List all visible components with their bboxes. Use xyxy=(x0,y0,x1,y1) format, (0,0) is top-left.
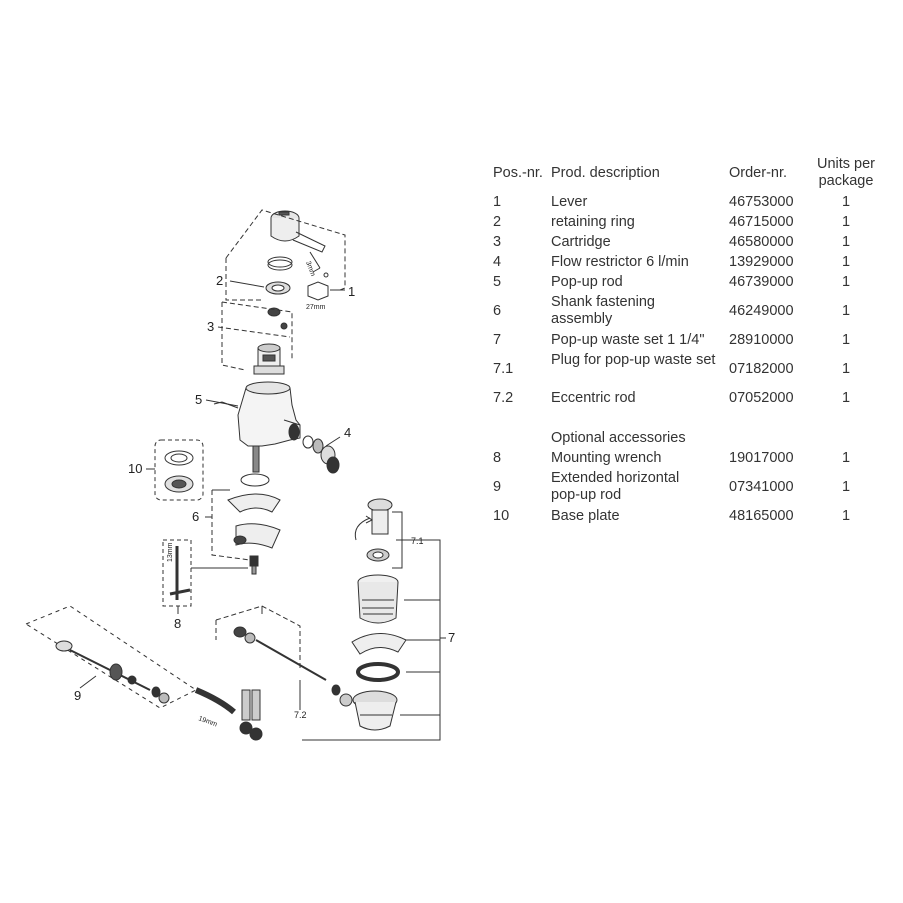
dim-13mm: 13mm xyxy=(167,542,174,562)
row-4-desc: Flow restrictor 6 l/min xyxy=(551,254,689,270)
callout-8: 8 xyxy=(174,616,181,631)
row-7-2-desc: Eccentric rod xyxy=(551,390,636,406)
row-2-units: 1 xyxy=(842,214,851,230)
row-1-units: 1 xyxy=(842,194,851,210)
header-units: Units per package xyxy=(816,156,876,189)
row-3-units: 1 xyxy=(842,234,851,250)
row-1-desc: Lever xyxy=(551,194,588,210)
row-8-units: 1 xyxy=(842,450,851,466)
extended-popup-rod-part xyxy=(24,605,197,709)
row-3-desc: Cartridge xyxy=(551,234,611,250)
callout-1: 1 xyxy=(348,284,355,299)
row-7-order: 28910000 xyxy=(729,332,794,348)
row-5-pos: 5 xyxy=(493,274,502,290)
row-8-desc: Mounting wrench xyxy=(551,450,662,466)
row-6-pos: 6 xyxy=(493,303,502,319)
row-6-order: 46249000 xyxy=(729,303,794,319)
row-9-pos: 9 xyxy=(493,479,502,495)
mounting-wrench-part xyxy=(162,539,248,607)
row-7-1-desc: Plug for pop-up waste set xyxy=(551,352,716,368)
row-5-units: 1 xyxy=(842,274,851,290)
row-4-units: 1 xyxy=(842,254,851,270)
row-4-order: 13929000 xyxy=(729,254,794,270)
row-3-order: 46580000 xyxy=(729,234,794,250)
header-order: Order-nr. xyxy=(729,165,788,181)
shank-fastening-part xyxy=(227,473,281,575)
row-6-units: 1 xyxy=(842,303,851,319)
supply-hoses-part xyxy=(194,687,263,741)
row-8-order: 19017000 xyxy=(729,450,794,466)
row-1-pos: 1 xyxy=(493,194,502,210)
retaining-ring-part xyxy=(265,256,293,295)
row-10-pos: 10 xyxy=(493,508,510,524)
dim-27mm: 27mm xyxy=(306,304,326,311)
row-7-desc: Pop-up waste set 1 1/4" xyxy=(551,332,705,348)
callout-10: 10 xyxy=(128,461,142,476)
row-7-2-pos: 7.2 xyxy=(493,390,514,406)
mixer-body-part xyxy=(213,381,301,473)
row-1-order: 46753000 xyxy=(729,194,794,210)
callout-7-1: 7.1 xyxy=(411,536,424,546)
row-7-1-pos: 7.1 xyxy=(493,361,514,377)
lever-part xyxy=(270,210,326,253)
row-3-pos: 3 xyxy=(493,234,502,250)
optional-accessories-title: Optional accessories xyxy=(551,430,686,446)
row-9-units: 1 xyxy=(842,479,851,495)
row-4-pos: 4 xyxy=(493,254,502,270)
row-10-units: 1 xyxy=(842,508,851,524)
row-9-desc: Extended horizontal pop-up rod xyxy=(551,470,680,503)
popup-waste-part xyxy=(351,498,407,731)
row-7-1-units: 1 xyxy=(842,361,851,377)
row-8-pos: 8 xyxy=(493,450,502,466)
callout-2: 2 xyxy=(216,273,223,288)
cartridge-part xyxy=(253,307,288,375)
callout-7: 7 xyxy=(448,630,455,645)
callout-6: 6 xyxy=(192,509,199,524)
header-pos: Pos.-nr. xyxy=(493,165,543,181)
row-7-pos: 7 xyxy=(493,332,502,348)
callout-9: 9 xyxy=(74,688,81,703)
row-10-desc: Base plate xyxy=(551,508,620,524)
row-10-order: 48165000 xyxy=(729,508,794,524)
row-7-2-order: 07052000 xyxy=(729,390,794,406)
row-2-pos: 2 xyxy=(493,214,502,230)
eccentric-rod-part xyxy=(215,605,353,707)
row-5-desc: Pop-up rod xyxy=(551,274,623,290)
flow-restrictor-part xyxy=(302,435,340,474)
row-7-1-order: 07182000 xyxy=(729,361,794,377)
row-9-order: 07341000 xyxy=(729,479,794,495)
callout-5: 5 xyxy=(195,392,202,407)
row-7-2-units: 1 xyxy=(842,390,851,406)
row-7-units: 1 xyxy=(842,332,851,348)
header-description: Prod. description xyxy=(551,165,660,181)
base-plate-part xyxy=(154,439,204,501)
dim-3mm: 3mm xyxy=(304,260,316,277)
row-5-order: 46739000 xyxy=(729,274,794,290)
row-2-desc: retaining ring xyxy=(551,214,635,230)
row-6-desc: Shank fastening assembly xyxy=(551,294,655,327)
row-2-order: 46715000 xyxy=(729,214,794,230)
callout-4: 4 xyxy=(344,425,351,440)
dim-19mm: 19mm xyxy=(197,715,218,728)
callout-7-2: 7.2 xyxy=(294,710,307,720)
callout-3: 3 xyxy=(207,319,214,334)
